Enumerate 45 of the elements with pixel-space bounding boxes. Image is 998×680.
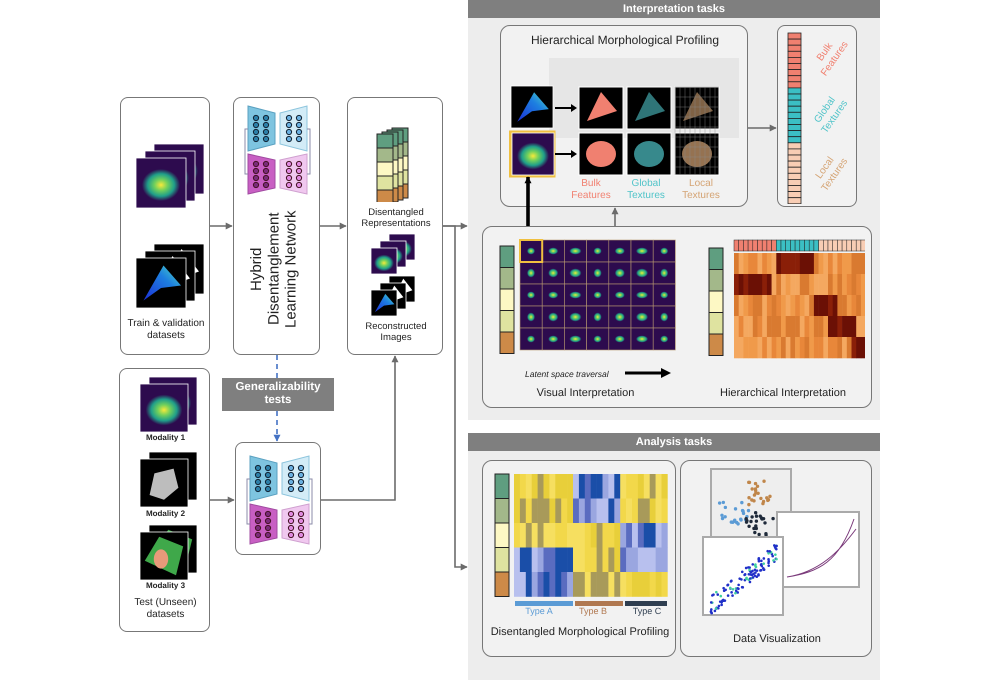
arrow — [210, 222, 233, 230]
task-panel — [468, 0, 880, 420]
vertical-title: Hybrid Disentanglement Learning Network — [248, 209, 300, 330]
arrow — [748, 124, 777, 132]
interpretation-panel — [482, 226, 872, 408]
node-label: Modality 1 — [144, 433, 186, 442]
node-label: Generalizability tests — [234, 381, 322, 408]
profiling-panel — [482, 460, 676, 657]
node-label: Type B — [578, 606, 608, 616]
node-label: Disentangled Morphological Profiling — [490, 626, 670, 639]
section-header: Analysis tasks — [468, 433, 880, 451]
visualization-panel — [680, 460, 872, 657]
node-label: Local Textures — [681, 178, 721, 201]
node-label: Modality 3 — [144, 581, 186, 590]
node-label: Type C — [632, 606, 662, 616]
node-label: Latent space traversal — [525, 370, 610, 380]
node-label: Visual Interpretation — [536, 387, 636, 400]
node-label: Hierarchical Interpretation — [719, 387, 847, 400]
feature-vector-panel — [777, 25, 857, 207]
arrow — [524, 176, 532, 226]
dataset-panel — [120, 97, 210, 355]
output-panel — [347, 97, 443, 355]
network-panel — [233, 97, 320, 355]
arrow — [443, 225, 468, 570]
arrow — [210, 496, 235, 504]
node-label: Bulk Features — [570, 178, 612, 201]
arrow — [320, 222, 347, 230]
arrow — [612, 207, 618, 226]
node-label: Global Textures — [626, 178, 666, 201]
network-panel — [235, 442, 321, 555]
node-label: Hierarchical Morphological Profiling — [530, 34, 720, 48]
node-label: Test (Unseen) datasets — [133, 597, 198, 620]
node-label: Train & validation datasets — [126, 318, 206, 341]
dataset-panel — [119, 368, 210, 632]
arrow — [274, 411, 280, 442]
node-label: Disentangled Representations — [360, 208, 432, 230]
section-header: Interpretation tasks — [468, 0, 880, 18]
node-label: Reconstructed Images — [364, 322, 428, 344]
node-label: Modality 2 — [144, 509, 186, 518]
node-label: Data Visualization — [732, 633, 822, 646]
profiling-panel — [500, 25, 748, 207]
arrow — [321, 355, 398, 501]
task-panel — [468, 433, 880, 680]
node-label: Type A — [524, 606, 554, 616]
section-band — [222, 378, 334, 411]
